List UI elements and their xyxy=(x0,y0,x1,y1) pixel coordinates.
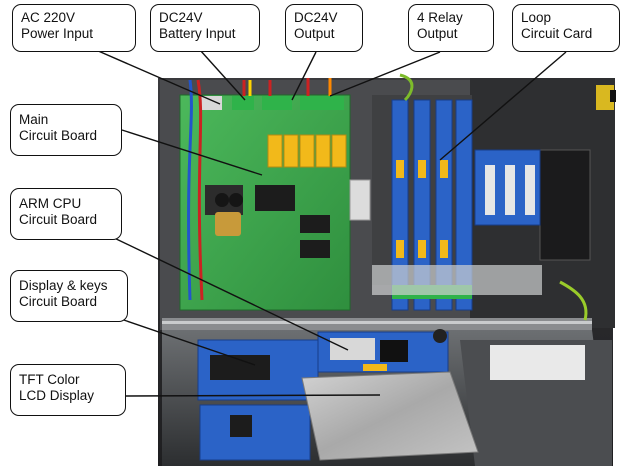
label-arm-line2: Circuit Board xyxy=(19,212,98,227)
label-dc-output-line1: DC24V xyxy=(294,10,338,25)
label-relay-line2: Output xyxy=(417,26,458,41)
label-arm-cpu-circuit-board: ARM CPU Circuit Board xyxy=(10,188,122,240)
label-main-circuit-board: Main Circuit Board xyxy=(10,104,122,156)
label-dc24v-battery-input: DC24V Battery Input xyxy=(150,4,260,52)
label-4-relay-output: 4 Relay Output xyxy=(408,4,494,52)
label-display-line2: Circuit Board xyxy=(19,294,98,309)
label-dc24v-output: DC24V Output xyxy=(285,4,363,52)
label-dc-output-line2: Output xyxy=(294,26,335,41)
label-display-keys-circuit-board: Display & keys Circuit Board xyxy=(10,270,128,322)
label-loop-circuit-card: Loop Circuit Card xyxy=(512,4,620,52)
loop-circuit-cards xyxy=(372,73,588,321)
label-ac-power-input: AC 220V Power Input xyxy=(12,4,136,52)
label-tft-line1: TFT Color xyxy=(19,372,80,387)
label-battery-line2: Battery Input xyxy=(159,26,236,41)
label-tft-color-lcd-display: TFT Color LCD Display xyxy=(10,364,126,416)
front-door xyxy=(162,329,612,466)
pointer-lines xyxy=(95,49,567,397)
label-loop-line2: Circuit Card xyxy=(521,26,593,41)
label-tft-line2: LCD Display xyxy=(19,388,95,403)
label-main-line1: Main xyxy=(19,112,49,127)
label-relay-line1: 4 Relay xyxy=(417,10,463,25)
label-ac-power-line1: AC 220V xyxy=(21,10,76,25)
label-main-line2: Circuit Board xyxy=(19,128,98,143)
label-battery-line1: DC24V xyxy=(159,10,203,25)
label-display-line1: Display & keys xyxy=(19,278,108,293)
label-loop-line1: Loop xyxy=(521,10,552,25)
label-arm-line1: ARM CPU xyxy=(19,196,82,211)
main-circuit-board xyxy=(179,78,371,311)
label-ac-power-line2: Power Input xyxy=(21,26,94,41)
